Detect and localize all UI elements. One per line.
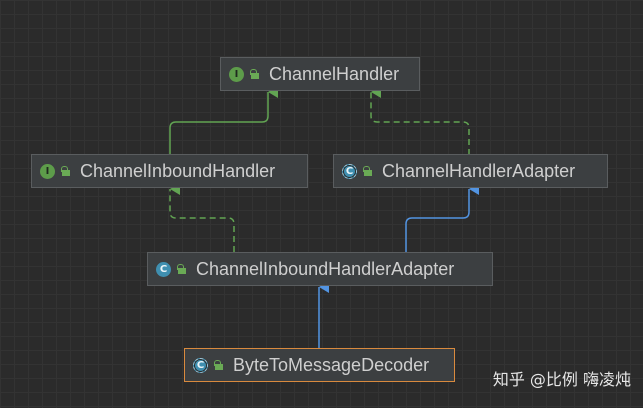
interface-icon: I: [40, 163, 55, 179]
lock-icon: [176, 264, 186, 274]
watermark-text: 知乎 @比例 嗨凌炖: [492, 370, 631, 389]
node-channel-handler-adapter[interactable]: C ChannelHandlerAdapter: [333, 154, 608, 188]
edge-inbound-to-handler: [169, 86, 278, 155]
abstract-class-icon: C: [342, 163, 357, 179]
edge-adapter-to-handler: [370, 86, 470, 155]
node-label: ChannelHandler: [269, 64, 400, 84]
lock-icon: [249, 69, 259, 79]
node-label: ChannelInboundHandler: [80, 161, 276, 181]
node-label: ChannelInboundHandlerAdapter: [196, 259, 455, 279]
lock-icon: [60, 166, 70, 176]
interface-icon: I: [229, 66, 244, 82]
node-byte-to-message-decoder[interactable]: C ByteToMessageDecoder: [184, 348, 455, 382]
abstract-class-icon: C: [193, 357, 208, 373]
node-channel-inbound-handler[interactable]: I ChannelInboundHandler: [31, 154, 308, 188]
node-label: ByteToMessageDecoder: [233, 355, 430, 375]
lock-icon: [362, 166, 372, 176]
node-channel-inbound-handler-adapter[interactable]: C ChannelInboundHandlerAdapter: [147, 252, 493, 286]
node-label: ChannelHandlerAdapter: [382, 161, 576, 181]
node-channel-handler[interactable]: I ChannelHandler: [220, 57, 420, 91]
lock-icon: [213, 360, 223, 370]
edge-inbound-adapter-to-inbound: [169, 183, 235, 252]
class-icon: C: [156, 261, 171, 277]
edge-inbound-adapter-to-adapter: [405, 183, 479, 252]
